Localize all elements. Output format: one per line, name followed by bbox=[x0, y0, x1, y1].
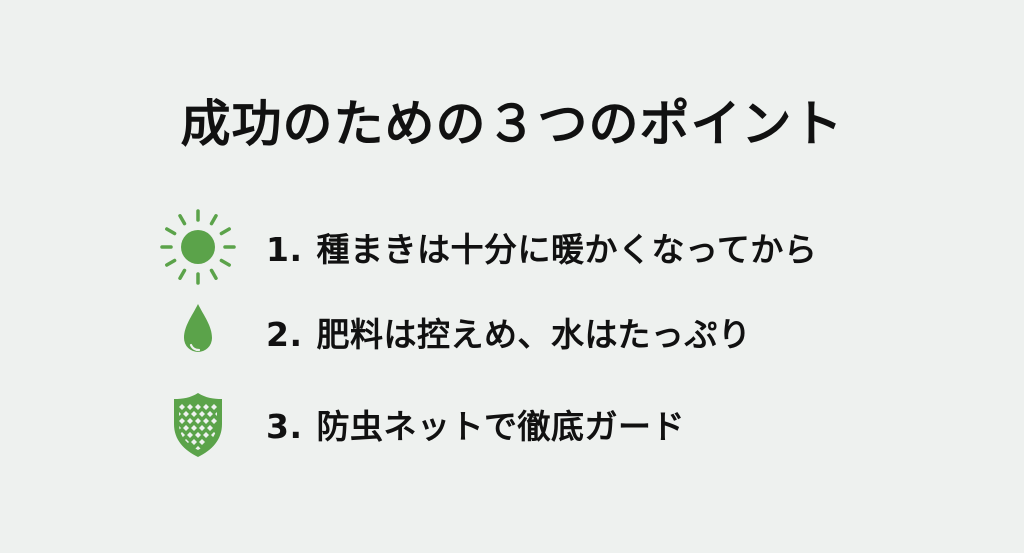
sun-icon bbox=[158, 207, 238, 287]
point-text: 2. 肥料は控えめ、水はたっぷり bbox=[266, 308, 751, 356]
points-list: 1. 種まきは十分に暖かくなってから 2. 肥料は控えめ、水はたっぷり bbox=[158, 208, 918, 470]
point-number: 3. bbox=[266, 407, 303, 446]
water-drop-icon bbox=[158, 292, 238, 372]
page-title: 成功のための３つのポイント bbox=[180, 95, 844, 153]
point-item-3: 3. 防虫ネットで徹底ガード bbox=[158, 378, 918, 470]
point-text: 1. 種まきは十分に暖かくなってから bbox=[266, 223, 817, 271]
point-item-2: 2. 肥料は控えめ、水はたっぷり bbox=[158, 286, 918, 378]
point-item-1: 1. 種まきは十分に暖かくなってから bbox=[158, 208, 918, 286]
point-label: 種まきは十分に暖かくなってから bbox=[316, 230, 818, 269]
point-number: 2. bbox=[266, 315, 303, 354]
point-label: 防虫ネットで徹底ガード bbox=[316, 407, 685, 446]
point-text: 3. 防虫ネットで徹底ガード bbox=[266, 400, 685, 448]
point-number: 1. bbox=[266, 230, 303, 269]
shield-net-icon bbox=[158, 384, 238, 464]
point-label: 肥料は控えめ、水はたっぷり bbox=[316, 315, 752, 354]
